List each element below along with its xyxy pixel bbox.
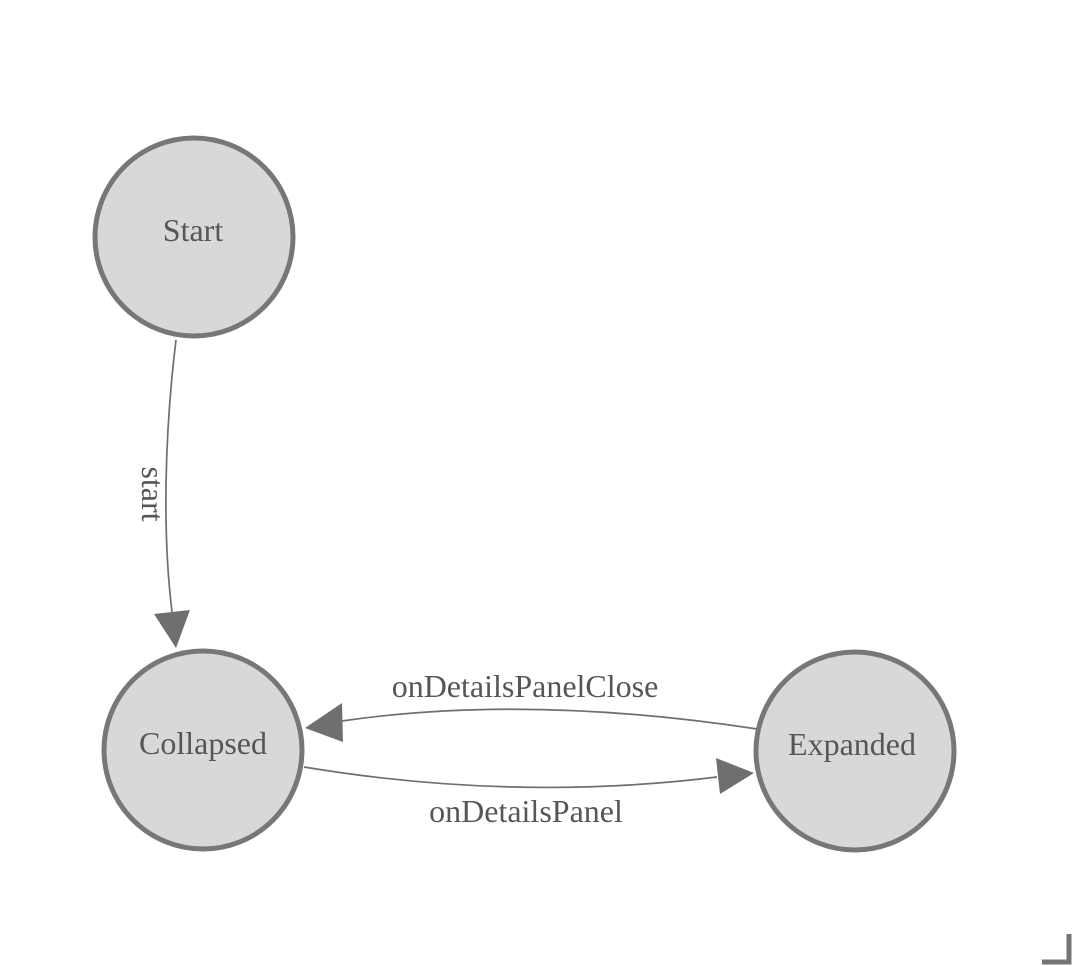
- edge-close-arrowhead-icon: [305, 703, 343, 742]
- edge-start-to-collapsed: start: [135, 339, 190, 648]
- edge-panel-label: onDetailsPanel: [429, 793, 623, 829]
- state-label-start: Start: [163, 212, 224, 248]
- state-circle-start: [92, 135, 296, 339]
- edge-start-arrowhead-icon: [154, 610, 190, 648]
- state-label-expanded: Expanded: [788, 726, 916, 762]
- state-node-expanded: Expanded: [753, 649, 957, 853]
- edge-expanded-to-collapsed: onDetailsPanelClose: [305, 668, 758, 742]
- state-node-start: Start: [92, 135, 296, 339]
- edge-collapsed-to-expanded: onDetailsPanel: [303, 758, 754, 829]
- edge-panel-arrowhead-icon: [716, 758, 754, 794]
- edge-start-path: [165, 339, 177, 613]
- state-circle-expanded: [753, 649, 957, 853]
- state-node-collapsed: Collapsed: [101, 648, 305, 852]
- edge-close-path: [341, 708, 758, 730]
- edge-panel-path: [303, 766, 718, 789]
- state-circle-collapsed: [101, 648, 305, 852]
- edge-close-label: onDetailsPanelClose: [392, 668, 659, 704]
- container-border-corner: [1042, 934, 1072, 965]
- edge-start-label: start: [135, 466, 171, 521]
- state-label-collapsed: Collapsed: [139, 725, 267, 761]
